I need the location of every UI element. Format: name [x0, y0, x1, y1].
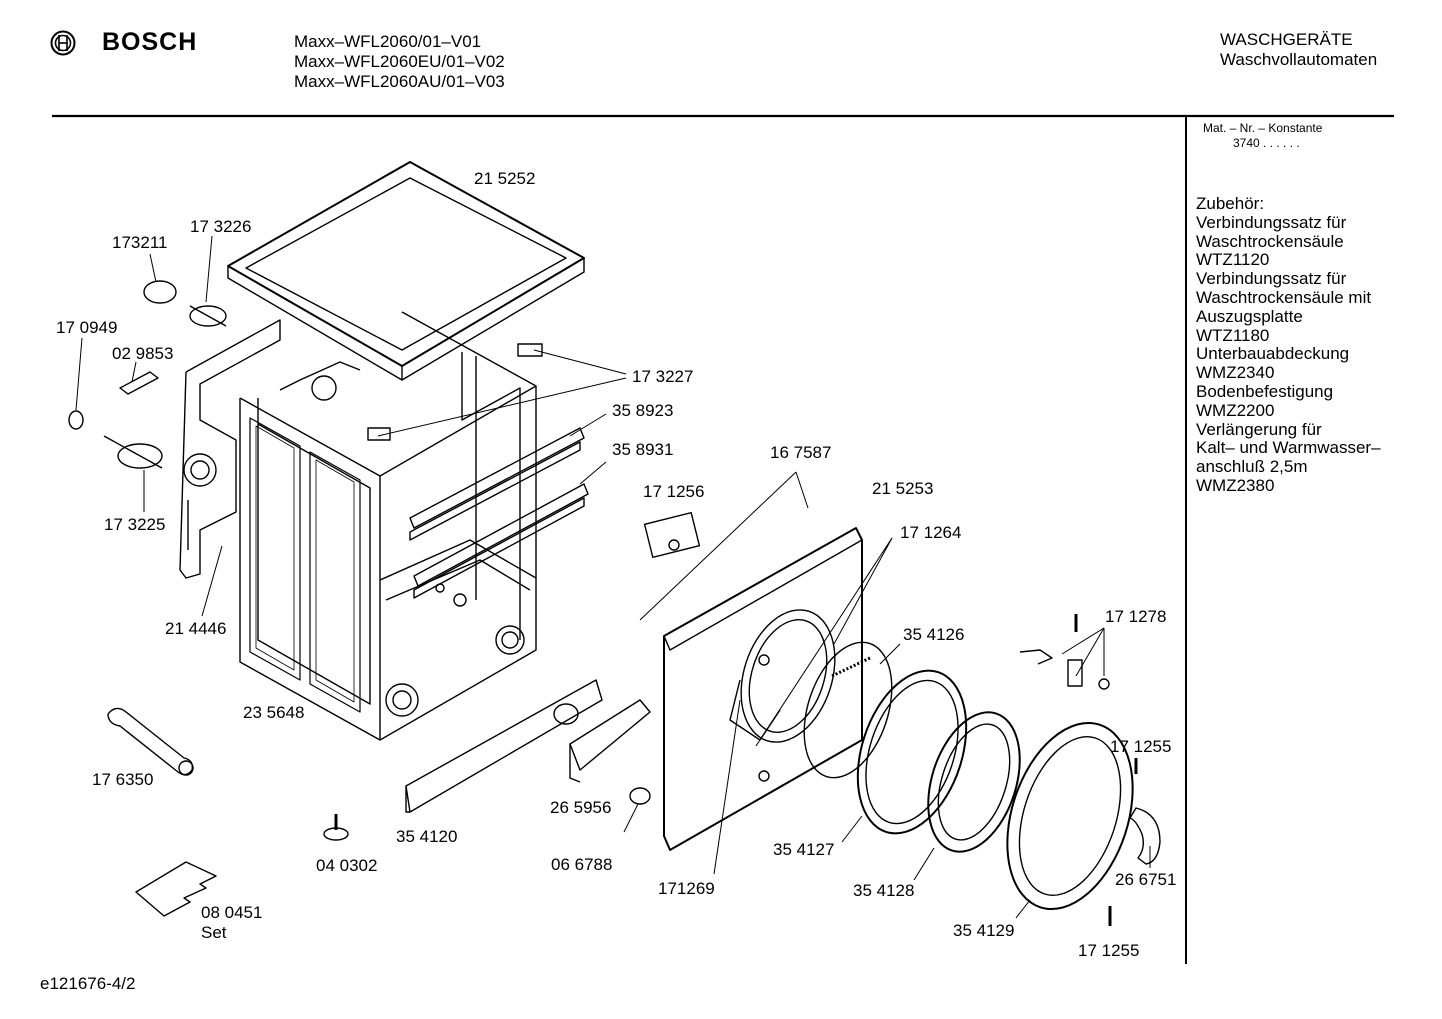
filter-flap-drawing [569, 699, 651, 783]
part-label: 35 8931 [612, 440, 674, 459]
part-label: 17 1255 [1078, 941, 1140, 960]
part-label: 35 4127 [773, 840, 835, 859]
foot-drawing [323, 814, 349, 841]
part-label: 26 5956 [550, 798, 612, 817]
part-label: 21 5253 [872, 479, 934, 498]
part-label: 23 5648 [243, 703, 305, 722]
hinge-drawing [1129, 807, 1161, 865]
cross-rails-drawing [409, 427, 589, 599]
accessory-line: Unterbauabdeckung [1196, 344, 1350, 364]
part-label: 173211 [112, 233, 168, 252]
accessory-line: WMZ2200 [1196, 400, 1275, 420]
accessory-line: Kalt– und Warmwasser– [1196, 438, 1381, 458]
part-label: 35 4128 [853, 881, 915, 900]
plinth-panel-drawing [405, 679, 603, 813]
diagram-code: e121676-4/2 [40, 974, 136, 993]
accessory-line: Bodenbefestigung [1196, 381, 1334, 401]
mat-label: Mat. – Nr. – Konstante [1203, 121, 1323, 135]
part-label: 17 3227 [632, 367, 694, 386]
door-lock-drawing [643, 511, 701, 559]
clamp-drawing [135, 861, 217, 917]
part-label: 35 8923 [612, 401, 674, 420]
part-label: 35 4126 [903, 625, 965, 644]
part-label: 26 6751 [1115, 870, 1177, 889]
accessory-line: WMZ2380 [1196, 475, 1275, 495]
accessory-line: WTZ1120 [1196, 250, 1270, 270]
part-label: 06 6788 [551, 855, 613, 874]
filter-cap-drawing [629, 787, 651, 805]
category-line: Waschvollautomaten [1220, 50, 1378, 69]
part-label: 17 0949 [56, 318, 118, 337]
category: WASCHGERÄTE Waschvollautomaten [1220, 30, 1377, 70]
part-label: 17 1278 [1105, 607, 1167, 626]
part-label: 35 4120 [396, 827, 458, 846]
brand-name: BOSCH [102, 28, 198, 56]
model-list: Maxx–WFL2060/01–V01 Maxx–WFL2060EU/01–V0… [294, 32, 505, 92]
part-label: 04 0302 [316, 856, 378, 875]
accessory-line: Waschtrockensäule [1196, 231, 1344, 251]
accessory-line: Verbindungssatz für [1196, 212, 1347, 232]
accessory-line: WTZ1180 [1196, 325, 1270, 345]
accessory-line: Zubehör: [1196, 194, 1265, 213]
model-line: Maxx–WFL2060AU/01–V03 [294, 72, 505, 91]
accessory-line: Waschtrockensäule mit [1196, 287, 1372, 307]
accessory-line: WMZ2340 [1196, 363, 1275, 383]
part-label: 21 5252 [474, 169, 536, 188]
door-rings-drawing [856, 669, 1134, 911]
mat-number-block: Mat. – Nr. – Konstante 3740 . . . . . . [1203, 121, 1322, 151]
part-label: 02 9853 [112, 344, 174, 363]
part-label: 21 4446 [165, 619, 227, 638]
part-label: 17 1256 [643, 482, 705, 501]
part-label: 35 4129 [953, 921, 1015, 940]
accessory-line: Verlängerung für [1196, 419, 1322, 439]
part-label: 17 6350 [92, 770, 154, 789]
bosch-logo-icon [50, 30, 76, 56]
part-label: 17 3226 [190, 217, 252, 236]
leader-lines [75, 235, 1151, 919]
part-label: 17 1264 [900, 523, 962, 542]
cabinet-frame-drawing [239, 311, 537, 741]
top-lid-drawing [227, 161, 585, 381]
part-label: 08 0451 [201, 903, 263, 922]
door-seal-drawing [803, 641, 893, 779]
small-parts-drawing [68, 280, 543, 469]
category-line: WASCHGERÄTE [1220, 30, 1353, 49]
part-label: 17 3225 [104, 515, 166, 534]
door-hook-parts-drawing [1019, 614, 1110, 690]
accessory-line: Verbindungssatz für [1196, 269, 1347, 289]
part-label: 171269 [658, 879, 715, 898]
accessories-list: Zubehör: Verbindungssatz für Waschtrocke… [1196, 194, 1381, 496]
accessory-line: anschluß 2,5m [1196, 457, 1308, 477]
part-label: Set [201, 923, 227, 942]
model-line: Maxx–WFL2060/01–V01 [294, 32, 482, 51]
part-label: 17 1255 [1110, 737, 1172, 756]
front-panel-drawing [663, 527, 863, 851]
accessory-line: Auszugsplatte [1196, 306, 1303, 326]
wrench-drawing [107, 707, 194, 776]
mat-value: 3740 . . . . . . [1233, 136, 1300, 150]
part-label: 16 7587 [770, 443, 832, 462]
side-panel-drawing [179, 319, 281, 579]
model-line: Maxx–WFL2060EU/01–V02 [294, 52, 505, 71]
